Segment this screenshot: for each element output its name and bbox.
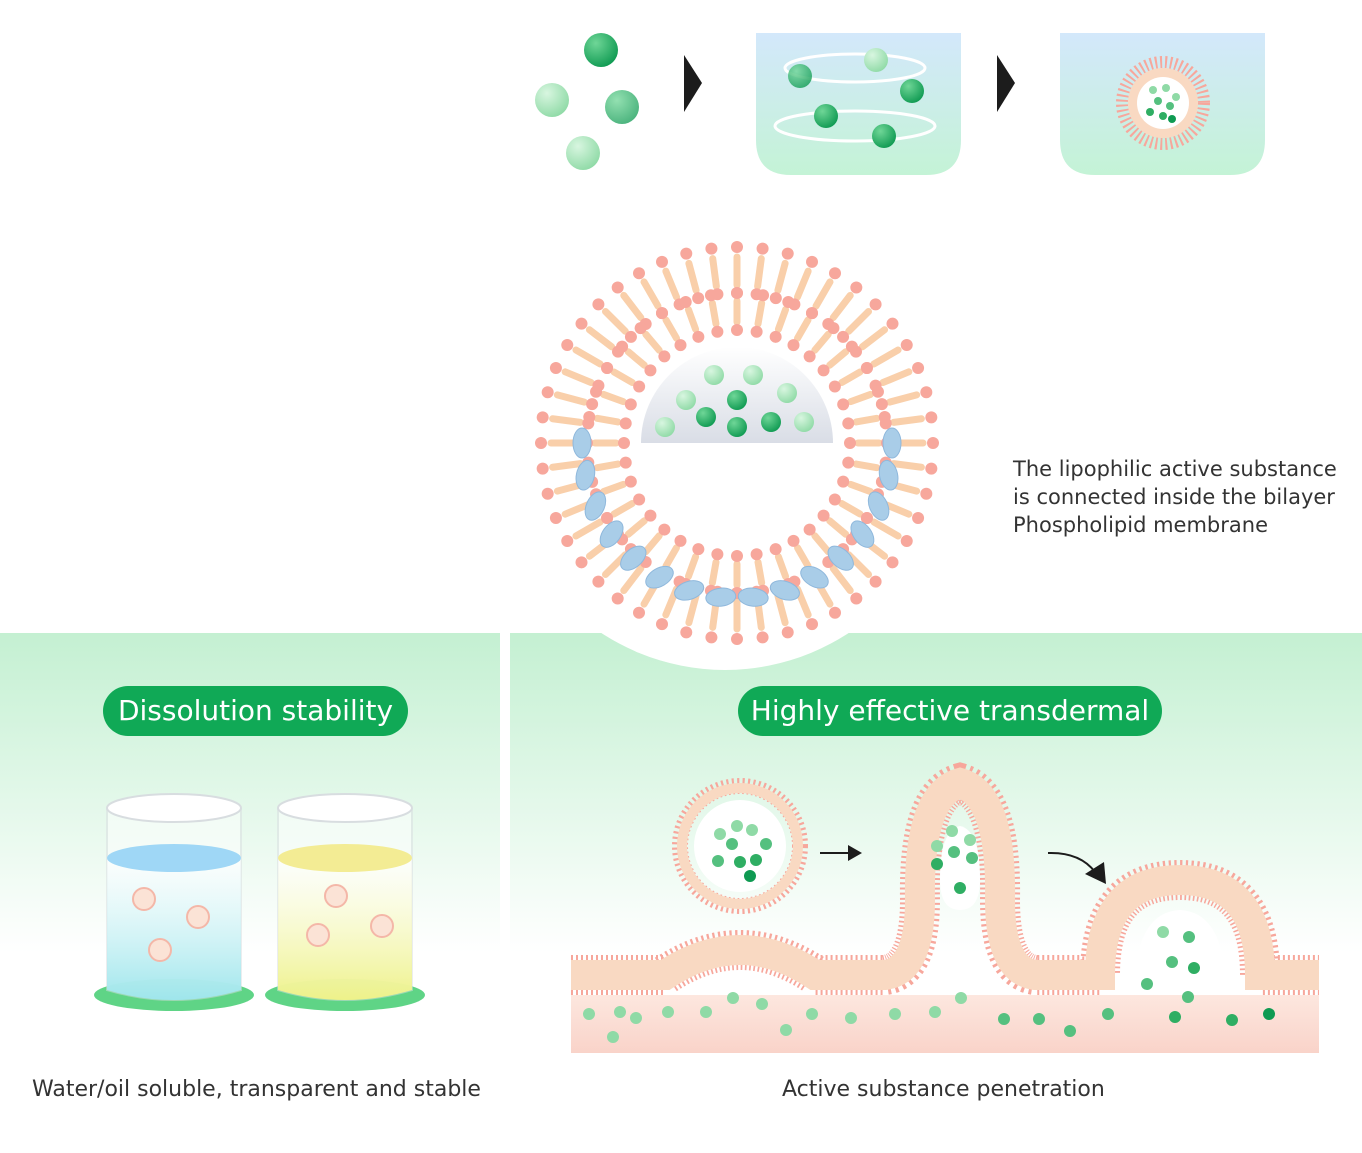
hydrophilic-core [641,347,833,443]
dissolution-stability-badge: Dissolution stability [103,686,408,736]
oil-glass [265,793,425,1011]
process-mixing-box [756,33,961,175]
right-caption: Active substance penetration [782,1077,1105,1102]
flow-arrow-1 [820,845,862,861]
left-caption: Water/oil soluble, transparent and stabl… [32,1077,481,1102]
process-arrow-1 [684,55,702,112]
water-glass [94,793,254,1011]
description-line-3: Phospholipid membrane [1013,513,1268,537]
skin-particles [583,978,1275,1043]
process-raw-particles [535,33,639,170]
free-liposome [672,778,808,914]
process-liposome-box [1060,33,1265,175]
left-panel-bg [0,633,500,953]
flow-arrow-2 [1047,851,1106,884]
description-line-1: The lipophilic active substance [1013,457,1337,481]
lipophilic-substance-chain [572,427,902,607]
description-line-2: is connected inside the bilayer [1013,485,1335,509]
transdermal-badge: Highly effective transdermal [738,686,1162,736]
skin-layer [571,762,1319,1053]
lipophilic-description: The lipophilic active substance is conne… [1013,455,1337,539]
process-arrow-2 [997,55,1015,112]
